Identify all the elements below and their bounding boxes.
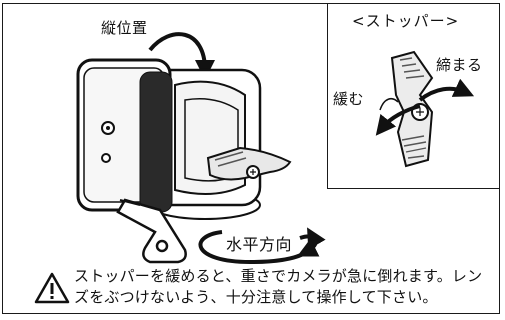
warning-message: ストッパーを緩めると、重さでカメラが急に倒れます。レンズをぶつけないよう、十分注… — [74, 267, 483, 306]
loosen-label: 緩む — [333, 90, 365, 108]
loosen-arrow — [375, 104, 421, 136]
horizontal-direction-label: 水平方向 — [226, 235, 293, 254]
vertical-rotation-arrow — [148, 32, 215, 80]
stopper-title: <ストッパー> — [352, 12, 460, 30]
tighten-label: 締まる — [436, 56, 483, 74]
tripod-head-body — [148, 68, 262, 220]
tighten-arrow — [418, 78, 475, 102]
vertical-position-label: 縦位置 — [101, 19, 148, 37]
warning-triangle-icon — [34, 272, 70, 304]
camera-plate — [76, 58, 173, 213]
lever-arm — [116, 198, 187, 264]
stopper-knob — [206, 146, 292, 181]
